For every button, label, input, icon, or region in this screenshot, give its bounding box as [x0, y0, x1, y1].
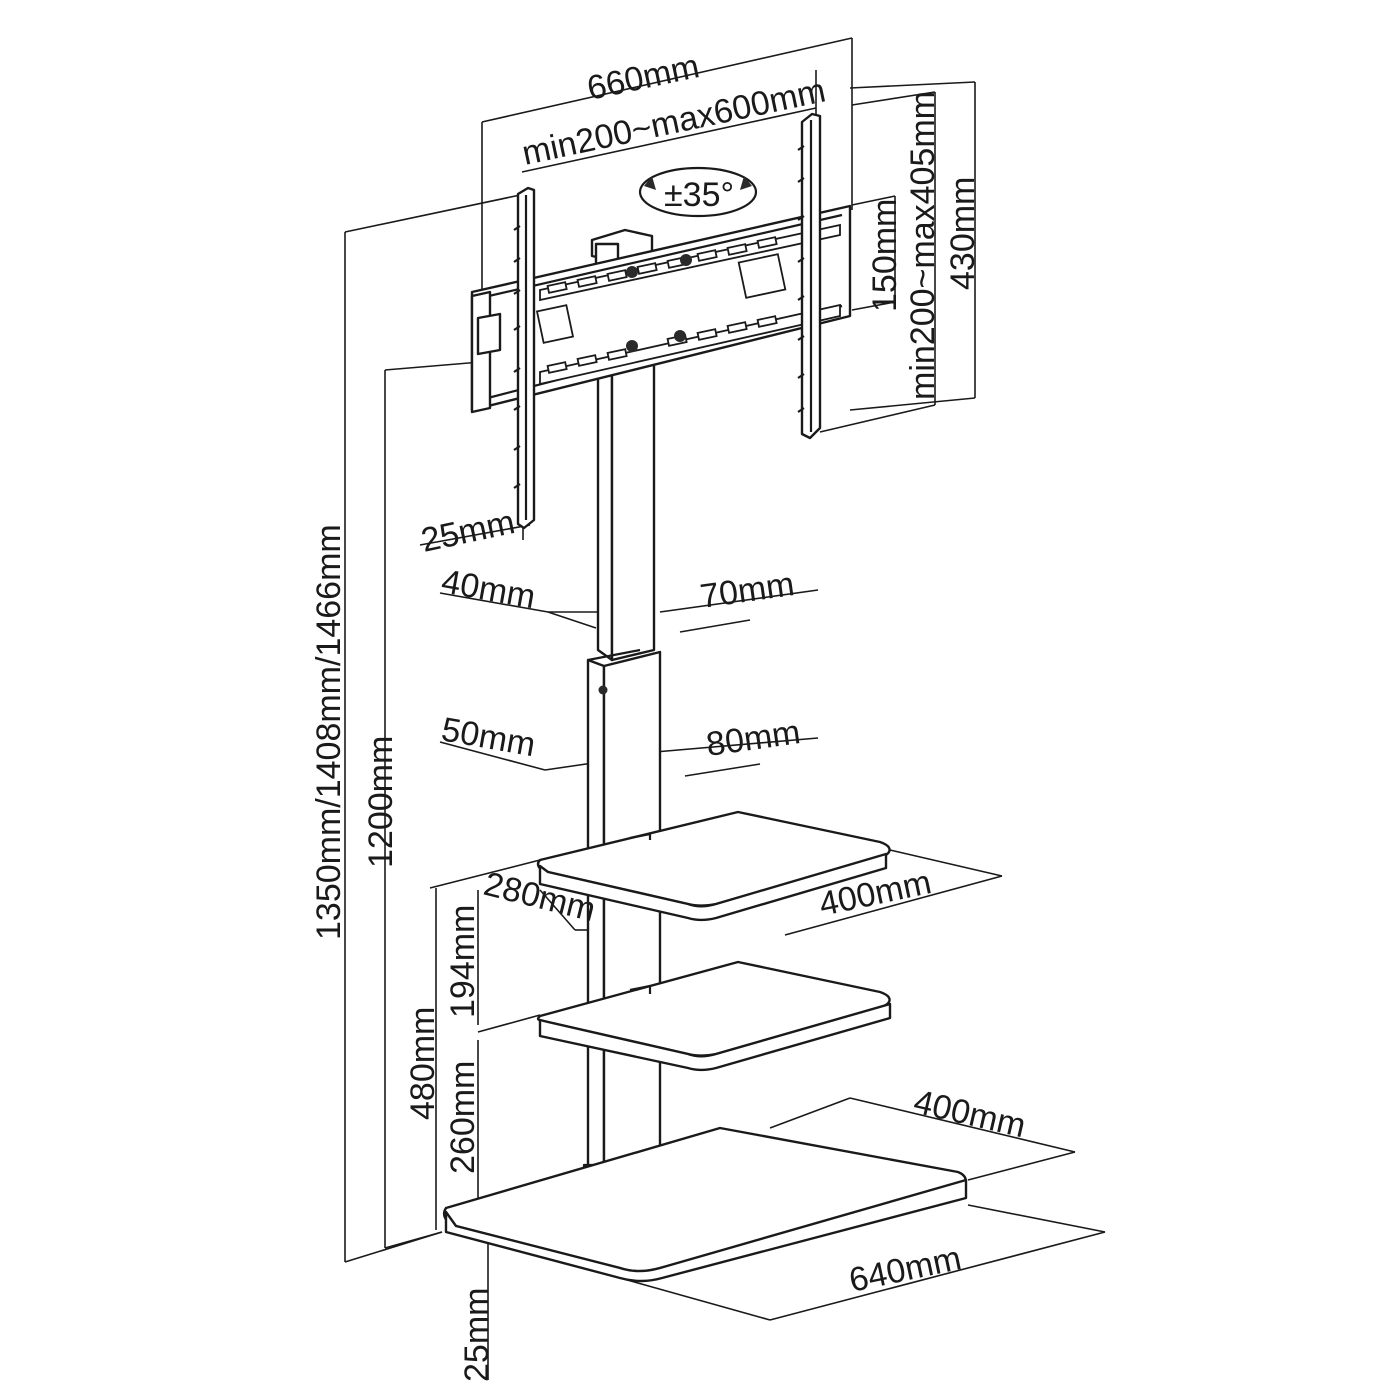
- pole-lock-screw: [598, 685, 608, 695]
- width-label: 660mm: [584, 47, 703, 108]
- lower-rail-slots: [539, 303, 841, 386]
- arm-depth-label: 25mm: [418, 503, 518, 560]
- vesa-height-label: min200~max405mm: [904, 91, 942, 400]
- lower-pole-left-label: 50mm: [439, 710, 539, 764]
- tv-mount-bracket: [470, 112, 852, 530]
- pole-height-label: 1200mm: [362, 736, 400, 868]
- upper-pole-left-label: 40mm: [439, 562, 539, 616]
- shelf-stack-label: 480mm: [404, 1007, 442, 1120]
- bracket-height-label: 150mm: [866, 199, 904, 312]
- total-height-label: 1350mm/1408mm/1466mm: [310, 524, 348, 940]
- dimension-lines: [344, 37, 1106, 1380]
- base-thickness-label: 25mm: [458, 1288, 496, 1382]
- upper-rail-slots: [539, 223, 841, 302]
- base-width-label: 640mm: [846, 1239, 965, 1300]
- lower-pole-right-label: 80mm: [704, 713, 803, 764]
- shelf-gap-label: 194mm: [444, 905, 482, 1018]
- base-plate: [442, 1126, 968, 1283]
- top-shelf: [536, 810, 891, 922]
- upper-pole: [596, 358, 614, 662]
- bottom-shelf-label: 260mm: [444, 1061, 482, 1174]
- total-bracket-height-label: 430mm: [944, 177, 982, 290]
- upper-pole-right-label: 70mm: [698, 565, 797, 616]
- rotation-label: ±35°: [664, 176, 734, 214]
- base-depth-label: 400mm: [910, 1083, 1029, 1146]
- rotation-indicator: [638, 166, 758, 218]
- middle-shelf: [536, 960, 892, 1072]
